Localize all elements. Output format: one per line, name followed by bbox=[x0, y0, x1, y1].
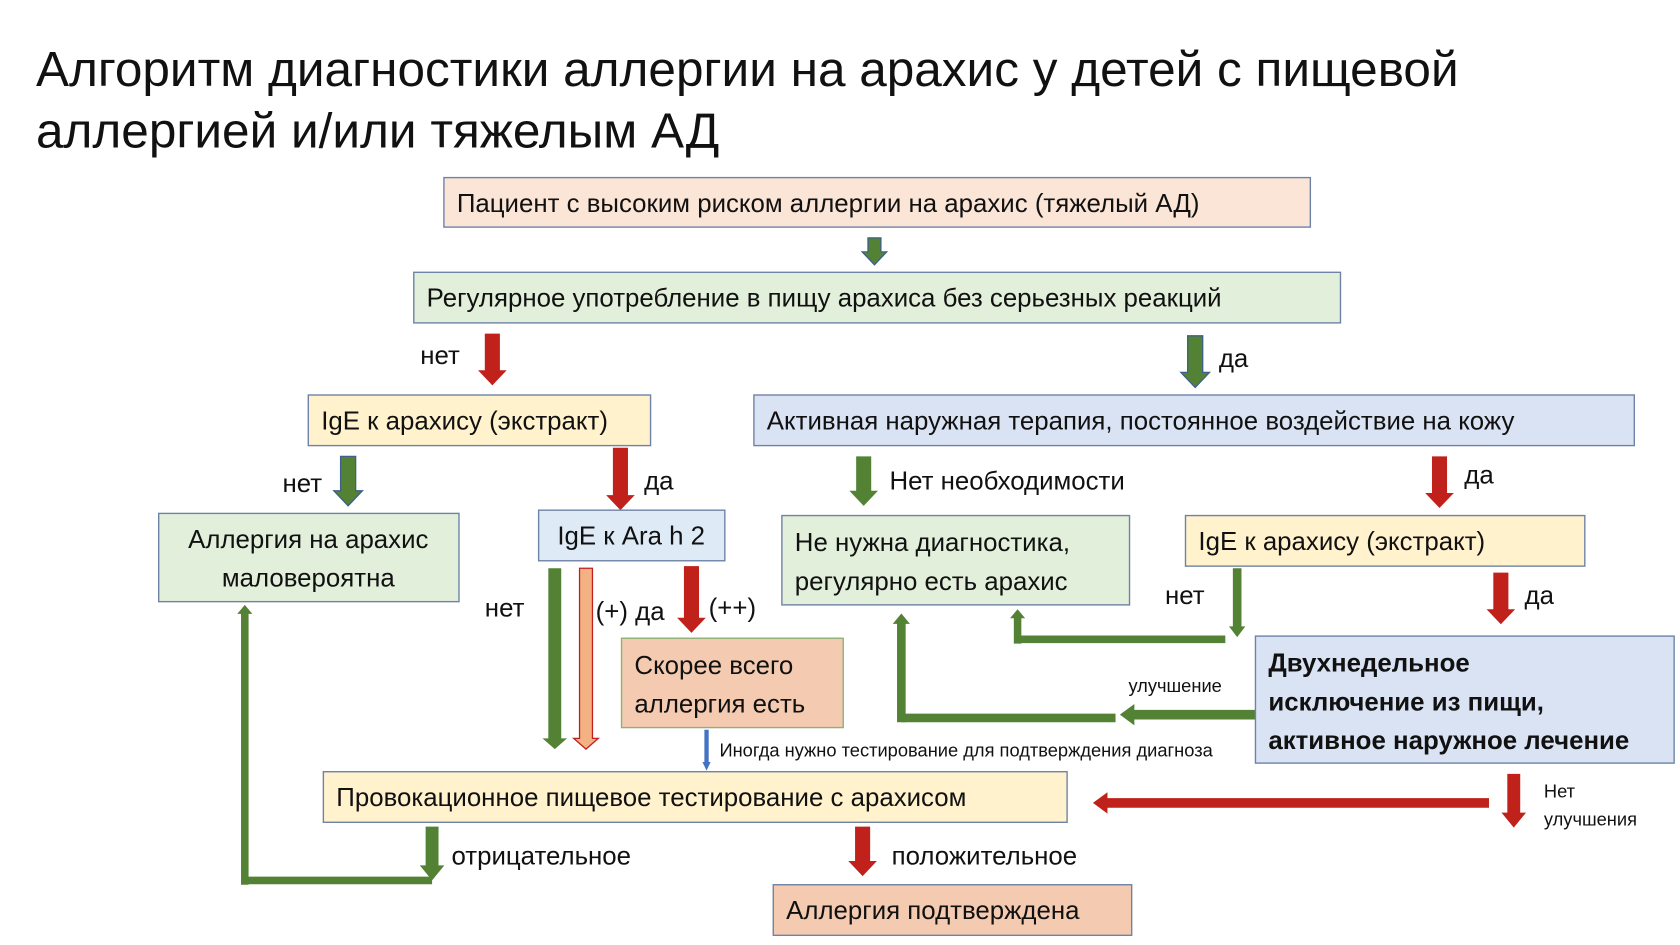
arrow-up bbox=[892, 613, 910, 723]
arrow-down bbox=[702, 729, 711, 771]
arrow-left bbox=[1092, 792, 1490, 814]
box-ige-extract-left: IgE к арахису (экстракт) bbox=[307, 394, 652, 447]
box-allergy-likely: Скорее всего аллергия есть bbox=[620, 637, 844, 729]
box-ige-ara-h2: IgE к Ara h 2 bbox=[537, 509, 726, 562]
svg-text:Активная наружная терапия, пос: Активная наружная терапия, постоянное во… bbox=[767, 407, 1515, 435]
svg-text:Пациент с высоким риском аллер: Пациент с высоким риском аллергии на ара… bbox=[457, 190, 1200, 218]
connector-line bbox=[901, 713, 1116, 723]
label-plus-yes: (+) да bbox=[596, 598, 666, 626]
arrow-down bbox=[478, 333, 507, 386]
box-patient: Пациент с высоким риском аллергии на ара… bbox=[443, 176, 1312, 228]
svg-text:активное наружное лечение: активное наружное лечение bbox=[1268, 727, 1629, 755]
arrow-down bbox=[1228, 568, 1246, 638]
label-improvement: улучшение bbox=[1128, 675, 1221, 696]
arrow-left bbox=[1119, 704, 1256, 726]
arrow-down bbox=[419, 826, 445, 881]
box-no-diagnostics: Не нужна диагностика, регулярно есть ара… bbox=[781, 514, 1131, 606]
svg-text:Провокационное пищевое тестиро: Провокационное пищевое тестирование с ар… bbox=[336, 784, 966, 812]
box-allergy-confirmed: Аллергия подтверждена bbox=[772, 884, 1133, 937]
label-plusplus: (++) bbox=[709, 595, 756, 623]
svg-text:Скорее всего: Скорее всего bbox=[634, 652, 793, 680]
label-no: нет bbox=[282, 470, 322, 498]
title-line-2: аллергией и/или тяжелым АД bbox=[36, 103, 719, 158]
arrow-down bbox=[848, 826, 877, 877]
arrow-down bbox=[1425, 456, 1454, 509]
label-no: нет bbox=[420, 342, 460, 370]
svg-text:маловероятна: маловероятна bbox=[222, 565, 395, 593]
label-positive: положительное bbox=[892, 842, 1078, 870]
arrow-down bbox=[1486, 572, 1516, 625]
title-line-1: Алгоритм диагностики аллергии на арахис … bbox=[36, 42, 1459, 97]
box-provocation-test: Провокационное пищевое тестирование с ар… bbox=[322, 771, 1068, 824]
label-no-improvement-2: улучшения bbox=[1544, 809, 1637, 830]
arrow-down bbox=[860, 237, 889, 266]
svg-text:Аллергия подтверждена: Аллергия подтверждена bbox=[786, 897, 1080, 925]
svg-text:регулярно есть арахис: регулярно есть арахис bbox=[795, 568, 1068, 596]
arrow-down bbox=[542, 568, 568, 750]
svg-text:Не нужна диагностика,: Не нужна диагностика, bbox=[795, 529, 1070, 557]
arrow-up bbox=[1010, 609, 1026, 644]
box-two-week-exclusion: Двухнедельное исключение из пищи, активн… bbox=[1254, 635, 1675, 764]
label-yes: да bbox=[644, 468, 674, 496]
arrow-down bbox=[677, 566, 706, 633]
arrow-down bbox=[849, 456, 878, 506]
arrow-up bbox=[237, 604, 253, 885]
label-sometimes-testing: Иногда нужно тестирование для подтвержде… bbox=[719, 740, 1213, 761]
label-yes: да bbox=[1219, 345, 1249, 373]
box-active-therapy: Активная наружная терапия, постоянное во… bbox=[753, 394, 1636, 447]
svg-text:аллергия есть: аллергия есть bbox=[634, 691, 805, 719]
svg-text:исключение из пищи,: исключение из пищи, bbox=[1268, 688, 1544, 716]
box-regular-consumption: Регулярное употребление в пищу арахиса б… bbox=[413, 271, 1342, 324]
svg-text:IgE к арахису (экстракт): IgE к арахису (экстракт) bbox=[321, 407, 608, 435]
label-negative: отрицательное bbox=[451, 842, 631, 870]
arrow-down bbox=[332, 455, 364, 507]
svg-text:Регулярное употребление в пищу: Регулярное употребление в пищу арахиса б… bbox=[427, 285, 1222, 313]
arrow-down bbox=[1179, 335, 1212, 389]
connector-line bbox=[1017, 635, 1226, 644]
svg-text:Аллергия на арахис: Аллергия на арахис bbox=[188, 526, 428, 554]
arrow-down bbox=[1501, 773, 1527, 828]
label-yes: да bbox=[1525, 582, 1555, 610]
svg-text:Двухнедельное: Двухнедельное bbox=[1268, 650, 1469, 678]
label-no: нет bbox=[485, 595, 525, 623]
svg-text:IgE к арахису (экстракт): IgE к арахису (экстракт) bbox=[1198, 528, 1485, 556]
label-no-improvement-1: Нет bbox=[1544, 781, 1576, 802]
connector-line bbox=[244, 876, 433, 885]
arrow-down bbox=[606, 447, 635, 511]
label-yes: да bbox=[1464, 461, 1494, 489]
label-no-need: Нет необходимости bbox=[890, 468, 1125, 496]
box-ige-extract-right: IgE к арахису (экстракт) bbox=[1184, 514, 1586, 567]
svg-text:IgE к Ara h 2: IgE к Ara h 2 bbox=[557, 523, 705, 551]
label-no: нет bbox=[1165, 582, 1205, 610]
arrow-down bbox=[572, 567, 600, 750]
box-allergy-unlikely: Аллергия на арахис маловероятна bbox=[157, 512, 460, 603]
